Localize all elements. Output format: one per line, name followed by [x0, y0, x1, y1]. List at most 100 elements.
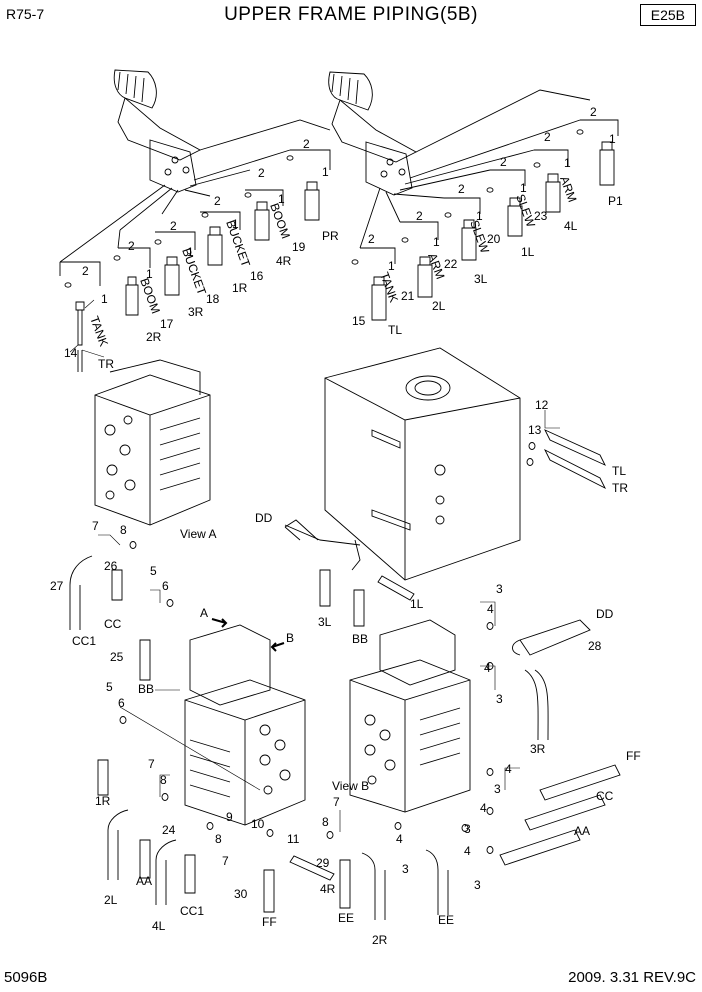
callout-8: 8 [322, 815, 329, 829]
hose-lines [69, 350, 621, 920]
callout-6: 6 [162, 579, 169, 593]
callout-16: 16 [250, 269, 264, 283]
callout-tl: TL [388, 323, 402, 337]
callout-aa: AA [136, 874, 152, 888]
part-number: 5096B [4, 969, 48, 986]
callout-6: 6 [118, 696, 125, 710]
callout-4: 4 [480, 801, 487, 815]
pilot-hoses-left [60, 149, 331, 346]
callout-3: 3 [494, 782, 501, 796]
callout-2: 2 [170, 219, 177, 233]
callout-2: 2 [82, 264, 89, 278]
callout-1: 1 [278, 192, 285, 206]
callout-1: 1 [564, 156, 571, 170]
callout-ff: FF [262, 915, 277, 929]
callout-7: 7 [148, 757, 155, 771]
callout-17: 17 [160, 317, 174, 331]
callout-12: 12 [535, 398, 549, 412]
callout-1r: 1R [232, 281, 248, 295]
callout-1: 1 [388, 259, 395, 273]
callout-1l: 1L [521, 245, 535, 259]
callout-dd: DD [596, 607, 614, 621]
pilot-hoses-right [360, 119, 619, 321]
callout-8: 8 [160, 773, 167, 787]
callout-3: 3 [474, 878, 481, 892]
callout-19: 19 [292, 240, 306, 254]
callout-bb: BB [138, 682, 154, 696]
callout-10: 10 [251, 817, 265, 831]
callout-view-b: View B [332, 779, 369, 793]
callout-2r: 2R [372, 933, 388, 947]
callout-boom: BOOM [137, 276, 163, 315]
callout-7: 7 [222, 854, 229, 868]
callout-2r: 2R [146, 330, 162, 344]
callout-4: 4 [487, 602, 494, 616]
callout-3l: 3L [318, 615, 332, 629]
callout-1l: 1L [410, 597, 424, 611]
callout-8: 8 [215, 832, 222, 846]
callout-1: 1 [146, 267, 153, 281]
callout-2: 2 [590, 105, 597, 119]
callout-cc: CC [104, 617, 122, 631]
callout-1: 1 [609, 132, 616, 146]
revision-date: 2009. 3.31 REV.9C [568, 969, 696, 986]
callout-cc1: CC1 [72, 634, 96, 648]
callout-2: 2 [500, 155, 507, 169]
view-arrows [211, 618, 285, 652]
callout-4l: 4L [564, 219, 578, 233]
callout-1r: 1R [95, 794, 111, 808]
callout-tank: TANK [87, 314, 111, 348]
callout-21: 21 [401, 289, 415, 303]
callout-4: 4 [464, 844, 471, 858]
callout-3r: 3R [530, 742, 546, 756]
callout-dd: DD [255, 511, 273, 525]
callout-ff: FF [626, 749, 641, 763]
model-label: R75-7 [6, 6, 45, 22]
leader-lines [69, 261, 560, 832]
callout-4: 4 [396, 832, 403, 846]
callout-2: 2 [258, 166, 265, 180]
right-joystick [328, 71, 591, 249]
section-code-badge: E25B [639, 4, 696, 26]
callout-1: 1 [433, 235, 440, 249]
callout-5: 5 [106, 680, 113, 694]
callout-2: 2 [128, 239, 135, 253]
page-title: UPPER FRAME PIPING(5B) [224, 4, 478, 25]
callout-tr: TR [98, 357, 114, 371]
callout-3l: 3L [474, 272, 488, 286]
callout-ee: EE [438, 913, 454, 927]
callout-bucket: BUCKET [223, 218, 253, 269]
callout-26: 26 [104, 559, 118, 573]
callout-1: 1 [101, 292, 108, 306]
callout-4l: 4L [152, 919, 166, 933]
callout-3: 3 [402, 862, 409, 876]
callout-2: 2 [303, 137, 310, 151]
callout-4r: 4R [276, 254, 292, 268]
callout-8: 8 [120, 523, 127, 537]
callout-13: 13 [528, 423, 542, 437]
callout-1: 1 [187, 245, 194, 259]
callout-9: 9 [226, 810, 233, 824]
callout-view-letter-a: A [200, 606, 208, 620]
callout-2: 2 [214, 194, 221, 208]
callout-18: 18 [206, 292, 220, 306]
callout-27: 27 [50, 579, 64, 593]
callout-3: 3 [496, 692, 503, 706]
callout-7: 7 [333, 795, 340, 809]
callout-28: 28 [588, 639, 602, 653]
callout-22: 22 [444, 257, 458, 271]
callout-3r: 3R [188, 305, 204, 319]
callout-view-letter-b: B [286, 631, 294, 645]
callout-bucket: BUCKET [179, 246, 209, 297]
callout-2: 2 [416, 209, 423, 223]
callout-29: 29 [316, 856, 330, 870]
callout-2: 2 [544, 130, 551, 144]
callout-25: 25 [110, 650, 124, 664]
callout-cc: CC [596, 789, 614, 803]
callout-30: 30 [234, 887, 248, 901]
callout-1: 1 [476, 209, 483, 223]
callout-15: 15 [352, 314, 366, 328]
callout-2l: 2L [104, 893, 118, 907]
callout-1: 1 [322, 165, 329, 179]
callout-7: 7 [92, 519, 99, 533]
